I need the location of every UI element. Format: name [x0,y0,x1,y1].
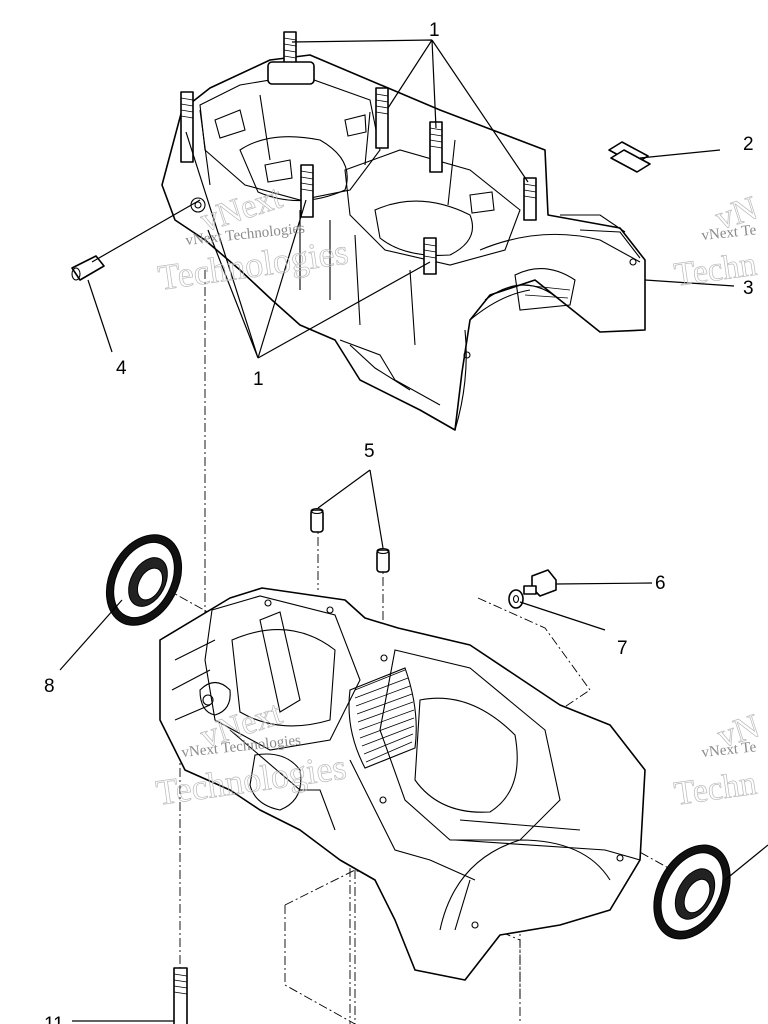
watermark-company: vNext Te [701,222,758,244]
callout-5: 5 [364,441,375,462]
stud [300,164,314,218]
watermark-big-word: Techn [672,765,759,813]
dowel-pin [71,255,105,281]
callout-3: 3 [743,278,754,299]
upper-crankcase-half [161,54,646,431]
callout-4: 4 [116,358,127,379]
stud [375,87,389,149]
stud [180,91,194,163]
stud [523,177,537,221]
stud [267,31,315,85]
crankshaft-counterweights [348,667,417,769]
callout-2: 2 [743,134,754,155]
cylinder-studs [180,31,537,275]
right-oil-seal [653,844,731,940]
callout-1-top: 1 [429,20,440,41]
bolt [523,569,557,597]
leader-lines [59,39,768,1022]
callout-7: 7 [617,638,628,659]
callout-6: 6 [655,573,666,594]
stud [429,121,443,173]
lower-stud [173,967,188,1024]
watermark-company: vNext Te [701,739,758,761]
callout-labels: 1 2 3 4 1 5 6 7 8 11 [44,20,754,1024]
stud [423,237,437,275]
lower-crankcase-half [159,587,646,981]
dowel-pins [310,507,390,573]
bearing-clip [608,141,651,173]
washer [508,589,524,609]
left-oil-seal [105,534,183,626]
callout-8: 8 [44,676,55,697]
callout-1-bottom: 1 [253,369,264,390]
callout-11: 11 [44,1014,64,1024]
